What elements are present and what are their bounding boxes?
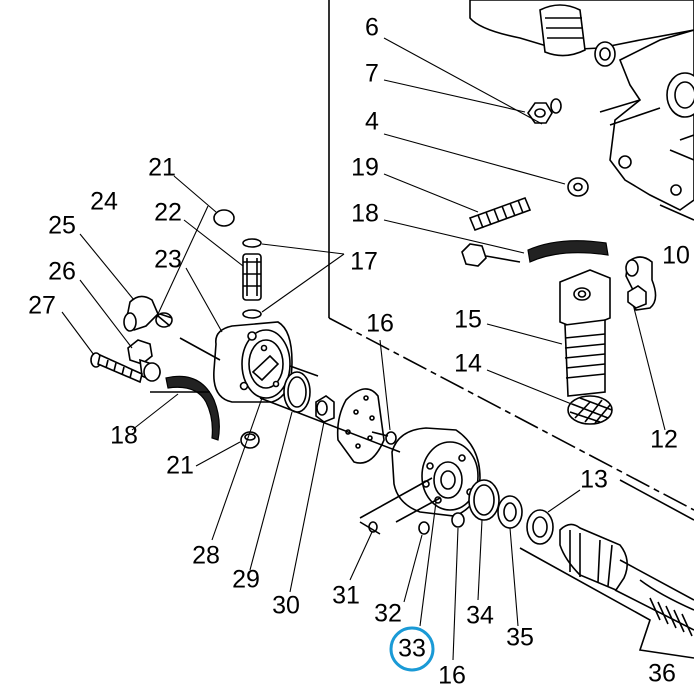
- label-part-17: 17: [350, 247, 378, 276]
- label-part-7: 7: [365, 59, 379, 88]
- gun-body-top-right: [469, 0, 694, 211]
- part-16-bolt-upper: [371, 431, 397, 445]
- part-35-spacer: [497, 495, 523, 529]
- pump-body: [391, 427, 481, 517]
- label-part-16-upper: 16: [366, 309, 394, 338]
- leader-lines: [61, 37, 666, 661]
- part-29-oring: [283, 371, 311, 413]
- label-part-18-left: 18: [110, 421, 138, 450]
- part-15-valve: [559, 269, 611, 397]
- highlight-circle: [389, 626, 435, 672]
- label-part-15: 15: [454, 305, 482, 334]
- line-10: [659, 204, 694, 221]
- part-12-elbow: [625, 256, 657, 311]
- part-32-washer: [395, 497, 441, 535]
- label-part-27: 27: [28, 291, 56, 320]
- part-18-hose-left: [165, 375, 220, 441]
- label-part-32: 32: [374, 599, 402, 628]
- label-part-18-top: 18: [351, 199, 379, 228]
- label-part-12: 12: [650, 425, 678, 454]
- label-part-19: 19: [351, 153, 379, 182]
- frame-right-line: [619, 479, 694, 521]
- gasket-plate: [336, 388, 385, 464]
- label-part-23: 23: [154, 245, 182, 274]
- assembly-lines: [150, 337, 401, 453]
- part-7-nut: [527, 98, 562, 124]
- label-part-26: 26: [48, 257, 76, 286]
- part-36-hose: [649, 597, 693, 637]
- label-part-36: 36: [648, 659, 676, 688]
- label-part-14: 14: [454, 349, 482, 378]
- label-part-22: 22: [154, 198, 182, 227]
- label-part-33: 33: [398, 634, 426, 663]
- part-19-threaded-rod: [468, 196, 532, 232]
- label-part-13: 13: [580, 465, 608, 494]
- part-30-fitting: [315, 395, 335, 423]
- label-part-35: 35: [506, 623, 534, 652]
- label-part-21-bottom: 21: [166, 451, 194, 480]
- part-18-hose-top: [527, 240, 609, 263]
- label-part-21-top: 21: [148, 153, 176, 182]
- part-34-oring: [468, 479, 500, 521]
- label-part-30: 30: [272, 591, 300, 620]
- part-26-fitting: [127, 339, 161, 382]
- part-21-cap-bottom: [240, 431, 260, 449]
- label-part-28: 28: [192, 541, 220, 570]
- part-22-sight-tube: [242, 238, 262, 319]
- pin-head: [461, 243, 521, 267]
- label-part-24: 24: [90, 187, 118, 216]
- part-27-bolt: [90, 352, 143, 384]
- part-16-bolt-lower: [451, 512, 465, 528]
- label-part-25: 25: [48, 211, 76, 240]
- label-part-31: 31: [332, 581, 360, 610]
- part-31-pin: [359, 477, 433, 535]
- label-part-34: 34: [466, 601, 494, 630]
- frame-bottom-right-line: [519, 547, 694, 659]
- part-21-cap-top: [213, 209, 235, 227]
- part-23-manifold: [213, 321, 293, 403]
- part-25-elbow: [123, 295, 173, 332]
- label-part-10: 10: [662, 241, 690, 270]
- label-part-16-lower: 16: [438, 661, 466, 690]
- label-part-6: 6: [365, 13, 379, 42]
- part-4-washer: [567, 177, 589, 197]
- part-13-fittings: [526, 509, 694, 631]
- part-14-filter: [567, 395, 613, 425]
- label-part-4: 4: [365, 107, 379, 136]
- label-part-29: 29: [232, 565, 260, 594]
- centerline-dashed: [328, 317, 694, 511]
